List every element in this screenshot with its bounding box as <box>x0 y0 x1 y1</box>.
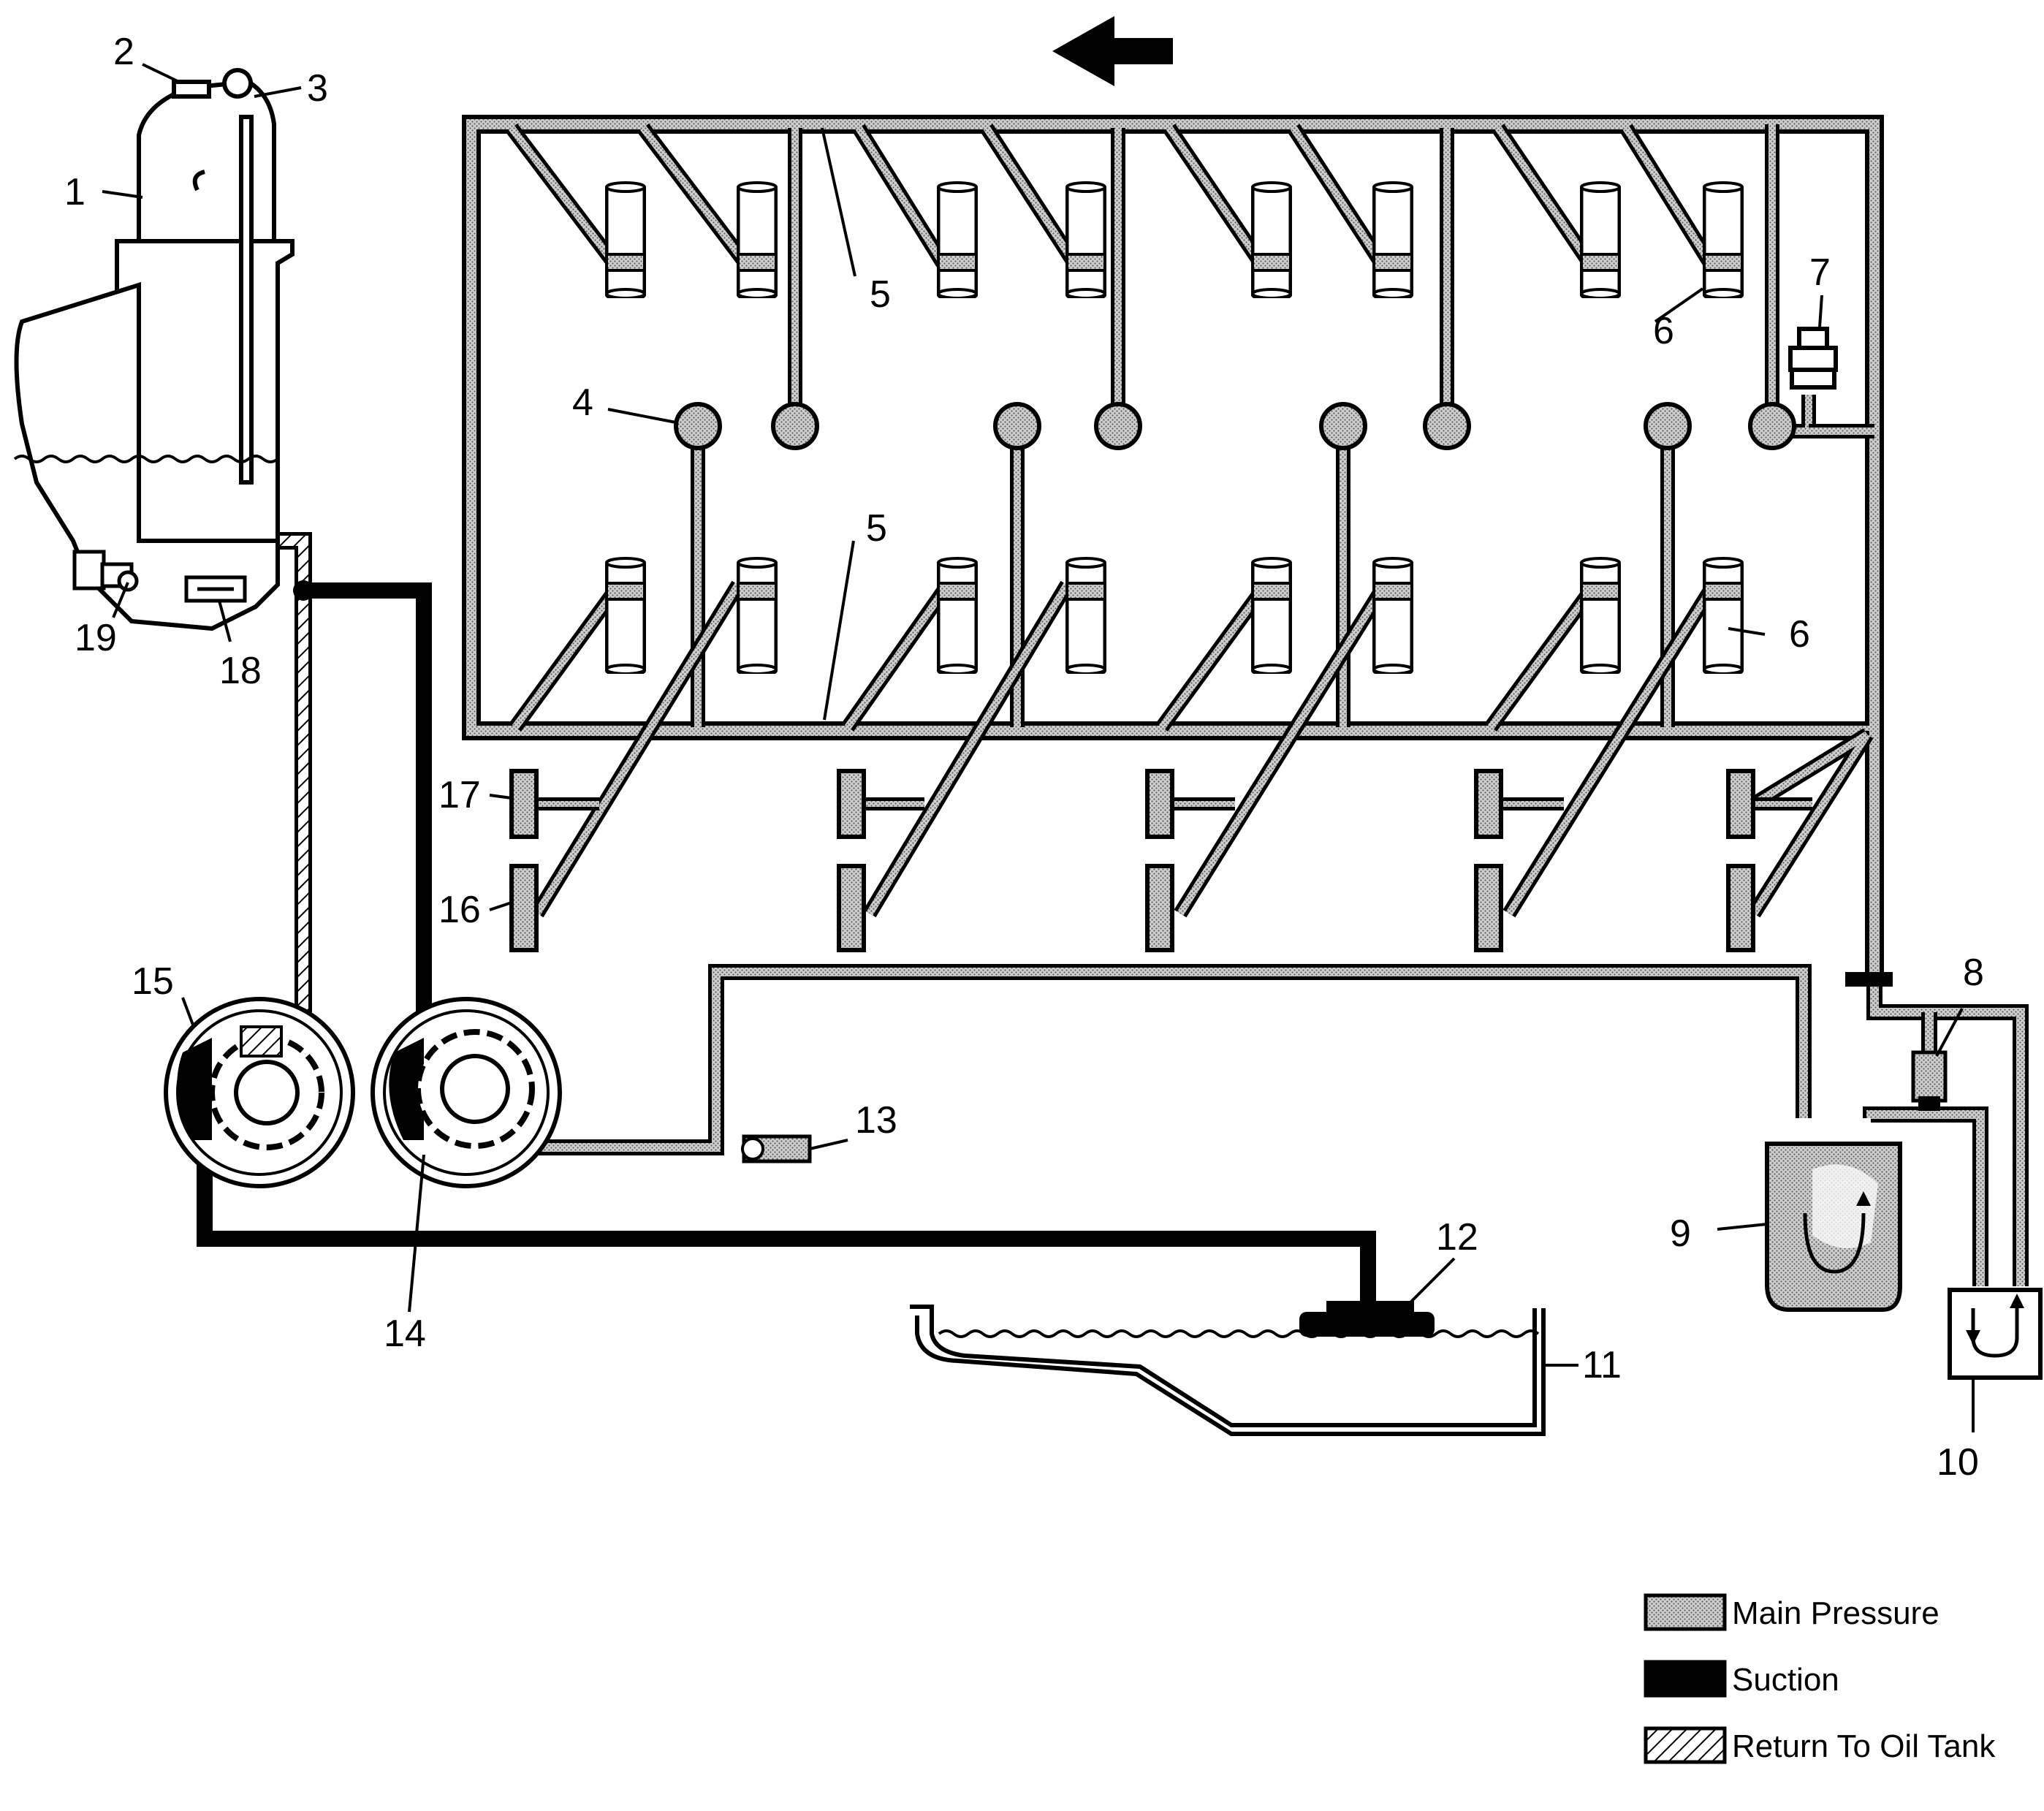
callout-5-upper: 5 <box>870 273 891 316</box>
oil-tank <box>14 68 295 631</box>
callout-7: 7 <box>1809 251 1831 294</box>
callout-17: 17 <box>438 774 481 816</box>
callout-18: 18 <box>219 650 262 692</box>
svg-text:Return To Oil Tank: Return To Oil Tank <box>1732 1728 1996 1764</box>
crank-journals <box>509 769 1755 952</box>
legend-return: Return To Oil Tank <box>1644 1726 1996 1764</box>
oil-pickup-strainer <box>1299 1301 1435 1337</box>
lower-bearing-risers <box>691 446 1675 727</box>
cap-block <box>1845 972 1893 987</box>
pressure-sender <box>1788 327 1838 390</box>
callout-12: 12 <box>1436 1216 1478 1258</box>
bearings <box>674 402 1796 450</box>
return-junction <box>293 580 314 601</box>
pressure-pump <box>371 997 562 1188</box>
scavenge-pump <box>164 997 355 1188</box>
callout-19: 19 <box>75 617 117 659</box>
leader-lines <box>102 63 1975 1432</box>
callout-6-upper: 6 <box>1653 310 1674 352</box>
callout-9: 9 <box>1670 1212 1691 1255</box>
svg-text:Suction: Suction <box>1732 1662 1839 1698</box>
callout-3: 3 <box>307 67 328 110</box>
check-valve <box>1911 1050 1948 1111</box>
callout-4: 4 <box>572 381 593 424</box>
legend-suction: Suction <box>1644 1660 1839 1698</box>
callout-15: 15 <box>132 960 174 1003</box>
thermostat-valve <box>184 575 247 603</box>
callout-6-lower: 6 <box>1789 613 1810 656</box>
callout-16: 16 <box>438 889 481 931</box>
lower-piston-feeds <box>509 588 1596 732</box>
callout-10: 10 <box>1937 1441 1979 1484</box>
legend: Main Pressure Suction Return To Oil Tank <box>1644 1593 1996 1764</box>
callout-13: 13 <box>855 1099 897 1142</box>
callouts: 1 2 3 4 5 5 6 6 7 8 9 10 11 12 13 14 15 … <box>64 31 1984 1484</box>
oil-pan <box>910 1305 1546 1436</box>
crank-journal-feeds <box>531 580 1874 918</box>
upper-bearing-drops <box>788 128 1779 406</box>
suction-lines <box>197 582 1376 1312</box>
oil-cooler <box>1948 1288 2043 1380</box>
callout-8: 8 <box>1963 952 1984 994</box>
callout-2: 2 <box>113 31 134 73</box>
pressure-relief-valve <box>741 1134 812 1163</box>
legend-main-pressure: Main Pressure <box>1644 1593 1939 1631</box>
callout-5-lower: 5 <box>866 507 887 550</box>
drain-fitting <box>72 550 139 592</box>
oil-filter <box>1765 1142 1902 1312</box>
arrow-left-icon <box>1052 16 1173 86</box>
upper-piston-feeds <box>506 123 1717 268</box>
callout-14: 14 <box>384 1313 426 1355</box>
svg-text:Main Pressure: Main Pressure <box>1732 1595 1939 1631</box>
callout-1: 1 <box>64 171 86 213</box>
callout-11: 11 <box>1582 1344 1622 1386</box>
pressure-line-to-cooler <box>497 964 2029 1286</box>
tank-oil-level <box>13 455 279 463</box>
pan-oil-level <box>938 1329 1540 1338</box>
